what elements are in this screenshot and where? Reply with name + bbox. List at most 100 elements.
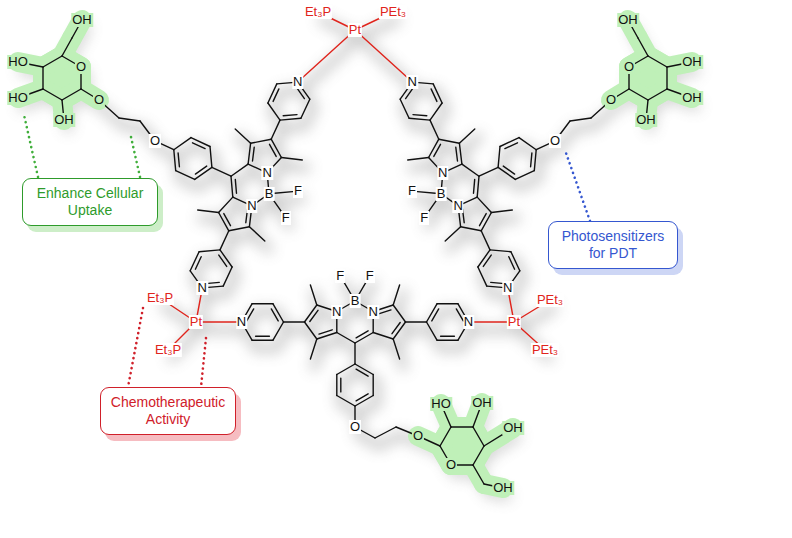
atom-label: OH (502, 421, 524, 435)
bond (62, 38, 72, 56)
bond-shadow (341, 372, 359, 383)
bond-shadow (412, 166, 433, 169)
bond (62, 89, 81, 100)
bond (252, 303, 273, 304)
bond (439, 139, 460, 143)
atom-label: N (236, 315, 247, 329)
bond (231, 164, 248, 176)
bond (459, 129, 474, 143)
atom-label: B (436, 187, 447, 201)
double-bond-line (480, 214, 487, 226)
bond-shadow (214, 155, 216, 176)
double-bond-line (392, 323, 400, 334)
atom-label: F (281, 211, 291, 225)
atom-label: N (407, 75, 418, 89)
double-bond-line (431, 89, 437, 102)
bond (268, 103, 280, 120)
atom-label: N (452, 199, 463, 213)
bond (310, 285, 316, 305)
leader-line (131, 137, 140, 177)
bond (648, 56, 667, 67)
double-bond-line (235, 179, 236, 193)
bond (477, 197, 491, 212)
bond (190, 252, 199, 271)
double-bond-line (356, 369, 368, 376)
atom-label: N (197, 281, 208, 295)
bond (393, 305, 405, 322)
bond-shadow (273, 202, 290, 226)
metal-ligand-label: Et₃P (304, 5, 332, 19)
bond (406, 321, 427, 322)
callout-text: Photosensitizers for PDT (557, 228, 669, 262)
bond (191, 138, 210, 147)
bond (462, 164, 479, 176)
bond (519, 138, 536, 150)
double-bond-line (413, 115, 427, 116)
atom-label: N (292, 75, 303, 89)
double-bond-line (432, 309, 439, 321)
double-bond-line (195, 257, 201, 270)
double-bond-line (193, 143, 206, 149)
atom-label: O (75, 60, 87, 74)
atom-label: O (93, 93, 105, 107)
bond (373, 333, 393, 340)
bond (298, 30, 355, 82)
atom-label: HO (7, 55, 29, 69)
atom-label: O (445, 458, 457, 472)
bond (337, 396, 355, 407)
bond-shadow (502, 155, 504, 176)
double-bond-line (456, 147, 458, 161)
bond (248, 143, 251, 164)
bond (268, 84, 277, 103)
callout-box: Enhance Cellular Uptake (22, 178, 158, 226)
atom-label: OH (635, 113, 657, 127)
leader-line (201, 338, 206, 387)
bond (220, 231, 229, 250)
double-bond-line (434, 144, 441, 156)
bond (459, 143, 462, 164)
bond (373, 375, 374, 396)
bond (280, 118, 301, 120)
bond (354, 343, 355, 364)
bond (473, 446, 484, 465)
bond (229, 227, 250, 231)
atom-label: F (293, 184, 303, 198)
bond (479, 167, 498, 176)
leader-line (566, 153, 590, 221)
bond (393, 339, 399, 359)
metal-ligand-label: Et₃P (154, 343, 182, 357)
atom-label: OH (681, 91, 703, 105)
leader-lines (24, 115, 590, 387)
bond (251, 139, 272, 143)
bond (273, 304, 284, 322)
callout-text: Chemotherapeutic Activity (109, 394, 227, 428)
bond (375, 427, 396, 438)
bond-shadow (314, 347, 320, 367)
leader-line (24, 115, 38, 177)
double-bond-line (247, 309, 254, 321)
double-bond-line (531, 153, 532, 167)
bond (481, 213, 491, 231)
bond (252, 340, 273, 341)
bond (430, 103, 442, 120)
bond (43, 89, 62, 100)
bond (355, 333, 373, 344)
leader-line (128, 308, 143, 387)
bond (223, 267, 232, 286)
atom-label: O (549, 134, 561, 148)
bond (43, 56, 62, 67)
bond (437, 340, 458, 341)
atom-label: HO (430, 397, 452, 411)
atom-label: O (149, 134, 161, 148)
bond-shadow (302, 38, 359, 90)
callout-text: Enhance Cellular Uptake (31, 185, 149, 219)
double-bond-line (270, 144, 277, 156)
bond (433, 84, 442, 103)
double-bond-line (509, 257, 515, 270)
sugar-highlight (18, 20, 692, 488)
callout-box: Photosensitizers for PDT (548, 221, 678, 269)
double-bond-line (178, 153, 179, 167)
atom-label: N (367, 305, 378, 319)
bond (212, 167, 231, 176)
